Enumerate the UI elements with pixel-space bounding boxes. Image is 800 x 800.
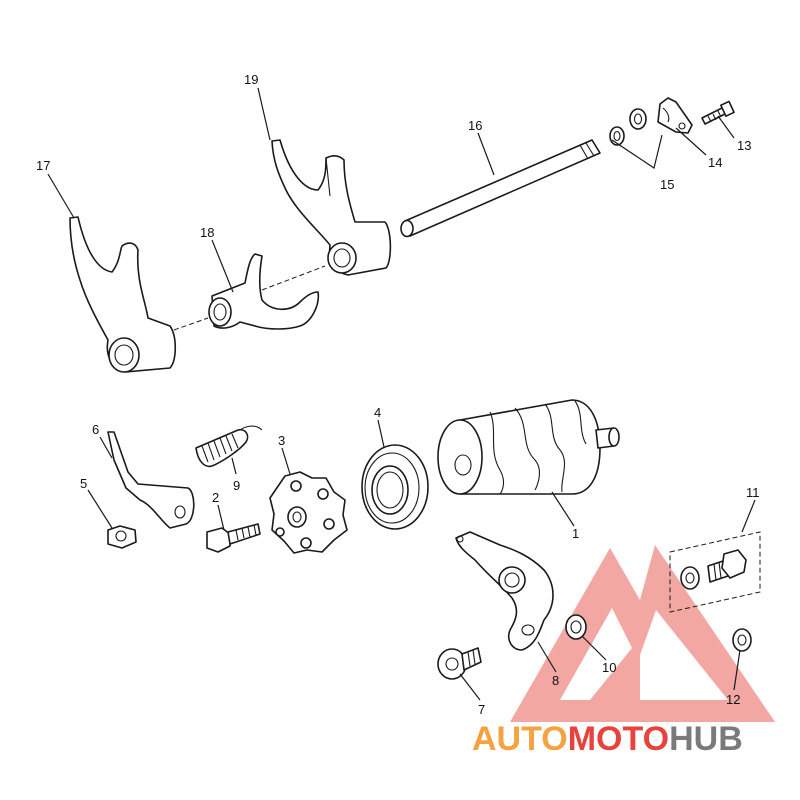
callout-4: 4 bbox=[374, 405, 381, 420]
part-9-spring bbox=[195, 425, 263, 468]
callout-8: 8 bbox=[552, 673, 559, 688]
part-11-bolt-assembly bbox=[669, 531, 761, 613]
part-16-shift-shaft bbox=[400, 139, 601, 238]
part-18-shift-fork bbox=[208, 253, 320, 330]
callout-14: 14 bbox=[708, 155, 722, 170]
callout-18: 18 bbox=[200, 225, 214, 240]
watermark-hub: HUB bbox=[669, 720, 743, 758]
part-3-segment bbox=[269, 471, 348, 554]
svg-text:AUTOMOTOHUB: AUTOMOTOHUB bbox=[472, 720, 743, 758]
leader-lines bbox=[47, 87, 756, 701]
callout-3: 3 bbox=[278, 433, 285, 448]
part-10-washer bbox=[565, 614, 587, 640]
callout-10: 10 bbox=[602, 660, 616, 675]
callout-2: 2 bbox=[212, 490, 219, 505]
callout-17: 17 bbox=[36, 158, 50, 173]
part-5-bolt bbox=[107, 525, 137, 549]
callout-1: 1 bbox=[572, 526, 579, 541]
watermark-auto: AUTO bbox=[472, 720, 568, 758]
alignment-line-upper bbox=[261, 265, 326, 291]
callout-9: 9 bbox=[233, 478, 240, 493]
watermark-logo bbox=[510, 545, 775, 722]
callouts: 19 17 18 16 15 14 13 4 3 6 9 5 2 1 11 8 … bbox=[36, 72, 760, 717]
part-2-bolt bbox=[206, 523, 261, 553]
callout-7: 7 bbox=[478, 702, 485, 717]
callout-6: 6 bbox=[92, 422, 99, 437]
watermark-moto: MOTO bbox=[568, 720, 669, 758]
part-6-stopper-lever bbox=[107, 431, 195, 529]
watermark-text: AUTOMOTOHUB bbox=[472, 720, 743, 758]
part-12-washer bbox=[732, 628, 752, 652]
part-17-shift-fork bbox=[69, 216, 177, 373]
callout-5: 5 bbox=[80, 476, 87, 491]
alignment-line-lower bbox=[173, 317, 209, 331]
callout-15: 15 bbox=[660, 177, 674, 192]
part-14-stopper-plate bbox=[657, 97, 693, 134]
part-8-shift-lever bbox=[455, 531, 554, 651]
part-1-shift-drum bbox=[437, 399, 620, 495]
callout-13: 13 bbox=[737, 138, 751, 153]
part-4-bearing bbox=[361, 444, 429, 530]
part-15-washers bbox=[609, 108, 647, 146]
logo-triangle-inner bbox=[560, 608, 728, 700]
part-7-bolt bbox=[437, 647, 482, 680]
callout-11: 11 bbox=[746, 485, 760, 500]
callout-12: 12 bbox=[726, 692, 740, 707]
part-13-screw bbox=[701, 100, 735, 125]
callout-16: 16 bbox=[468, 118, 482, 133]
callout-19: 19 bbox=[244, 72, 258, 87]
part-19-shift-fork bbox=[271, 139, 392, 276]
